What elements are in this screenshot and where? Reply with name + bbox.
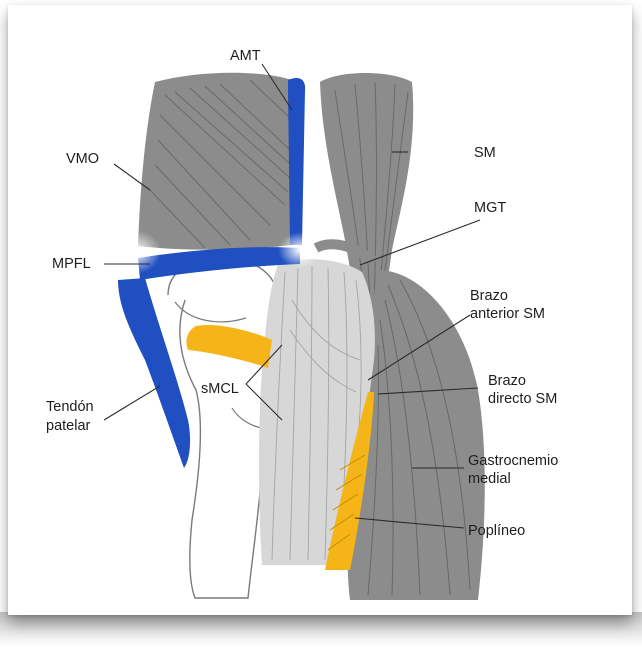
label-tendon-2: patelar	[46, 418, 91, 434]
label-mgt: MGT	[474, 200, 506, 216]
glow-amt	[278, 232, 322, 268]
vmo-muscle	[138, 73, 292, 250]
label-amt: AMT	[230, 48, 261, 64]
glow-mpfl	[109, 230, 161, 274]
label-gastro-2: medial	[468, 471, 511, 487]
amt-tendon	[288, 78, 305, 245]
label-vmo: VMO	[66, 151, 99, 167]
label-smcl: sMCL	[201, 381, 239, 397]
label-brazo-anterior-1: Brazo	[470, 288, 508, 304]
label-mpfl: MPFL	[52, 256, 91, 272]
label-brazo-directo-2: directo SM	[488, 391, 557, 407]
label-gastro-1: Gastrocnemio	[468, 453, 558, 469]
label-brazo-directo-1: Brazo	[488, 373, 526, 389]
label-brazo-anterior-2: anterior SM	[470, 306, 545, 322]
label-tendon-1: Tendón	[46, 399, 94, 415]
label-poplineo: Poplíneo	[468, 523, 525, 539]
label-sm: SM	[474, 145, 496, 161]
